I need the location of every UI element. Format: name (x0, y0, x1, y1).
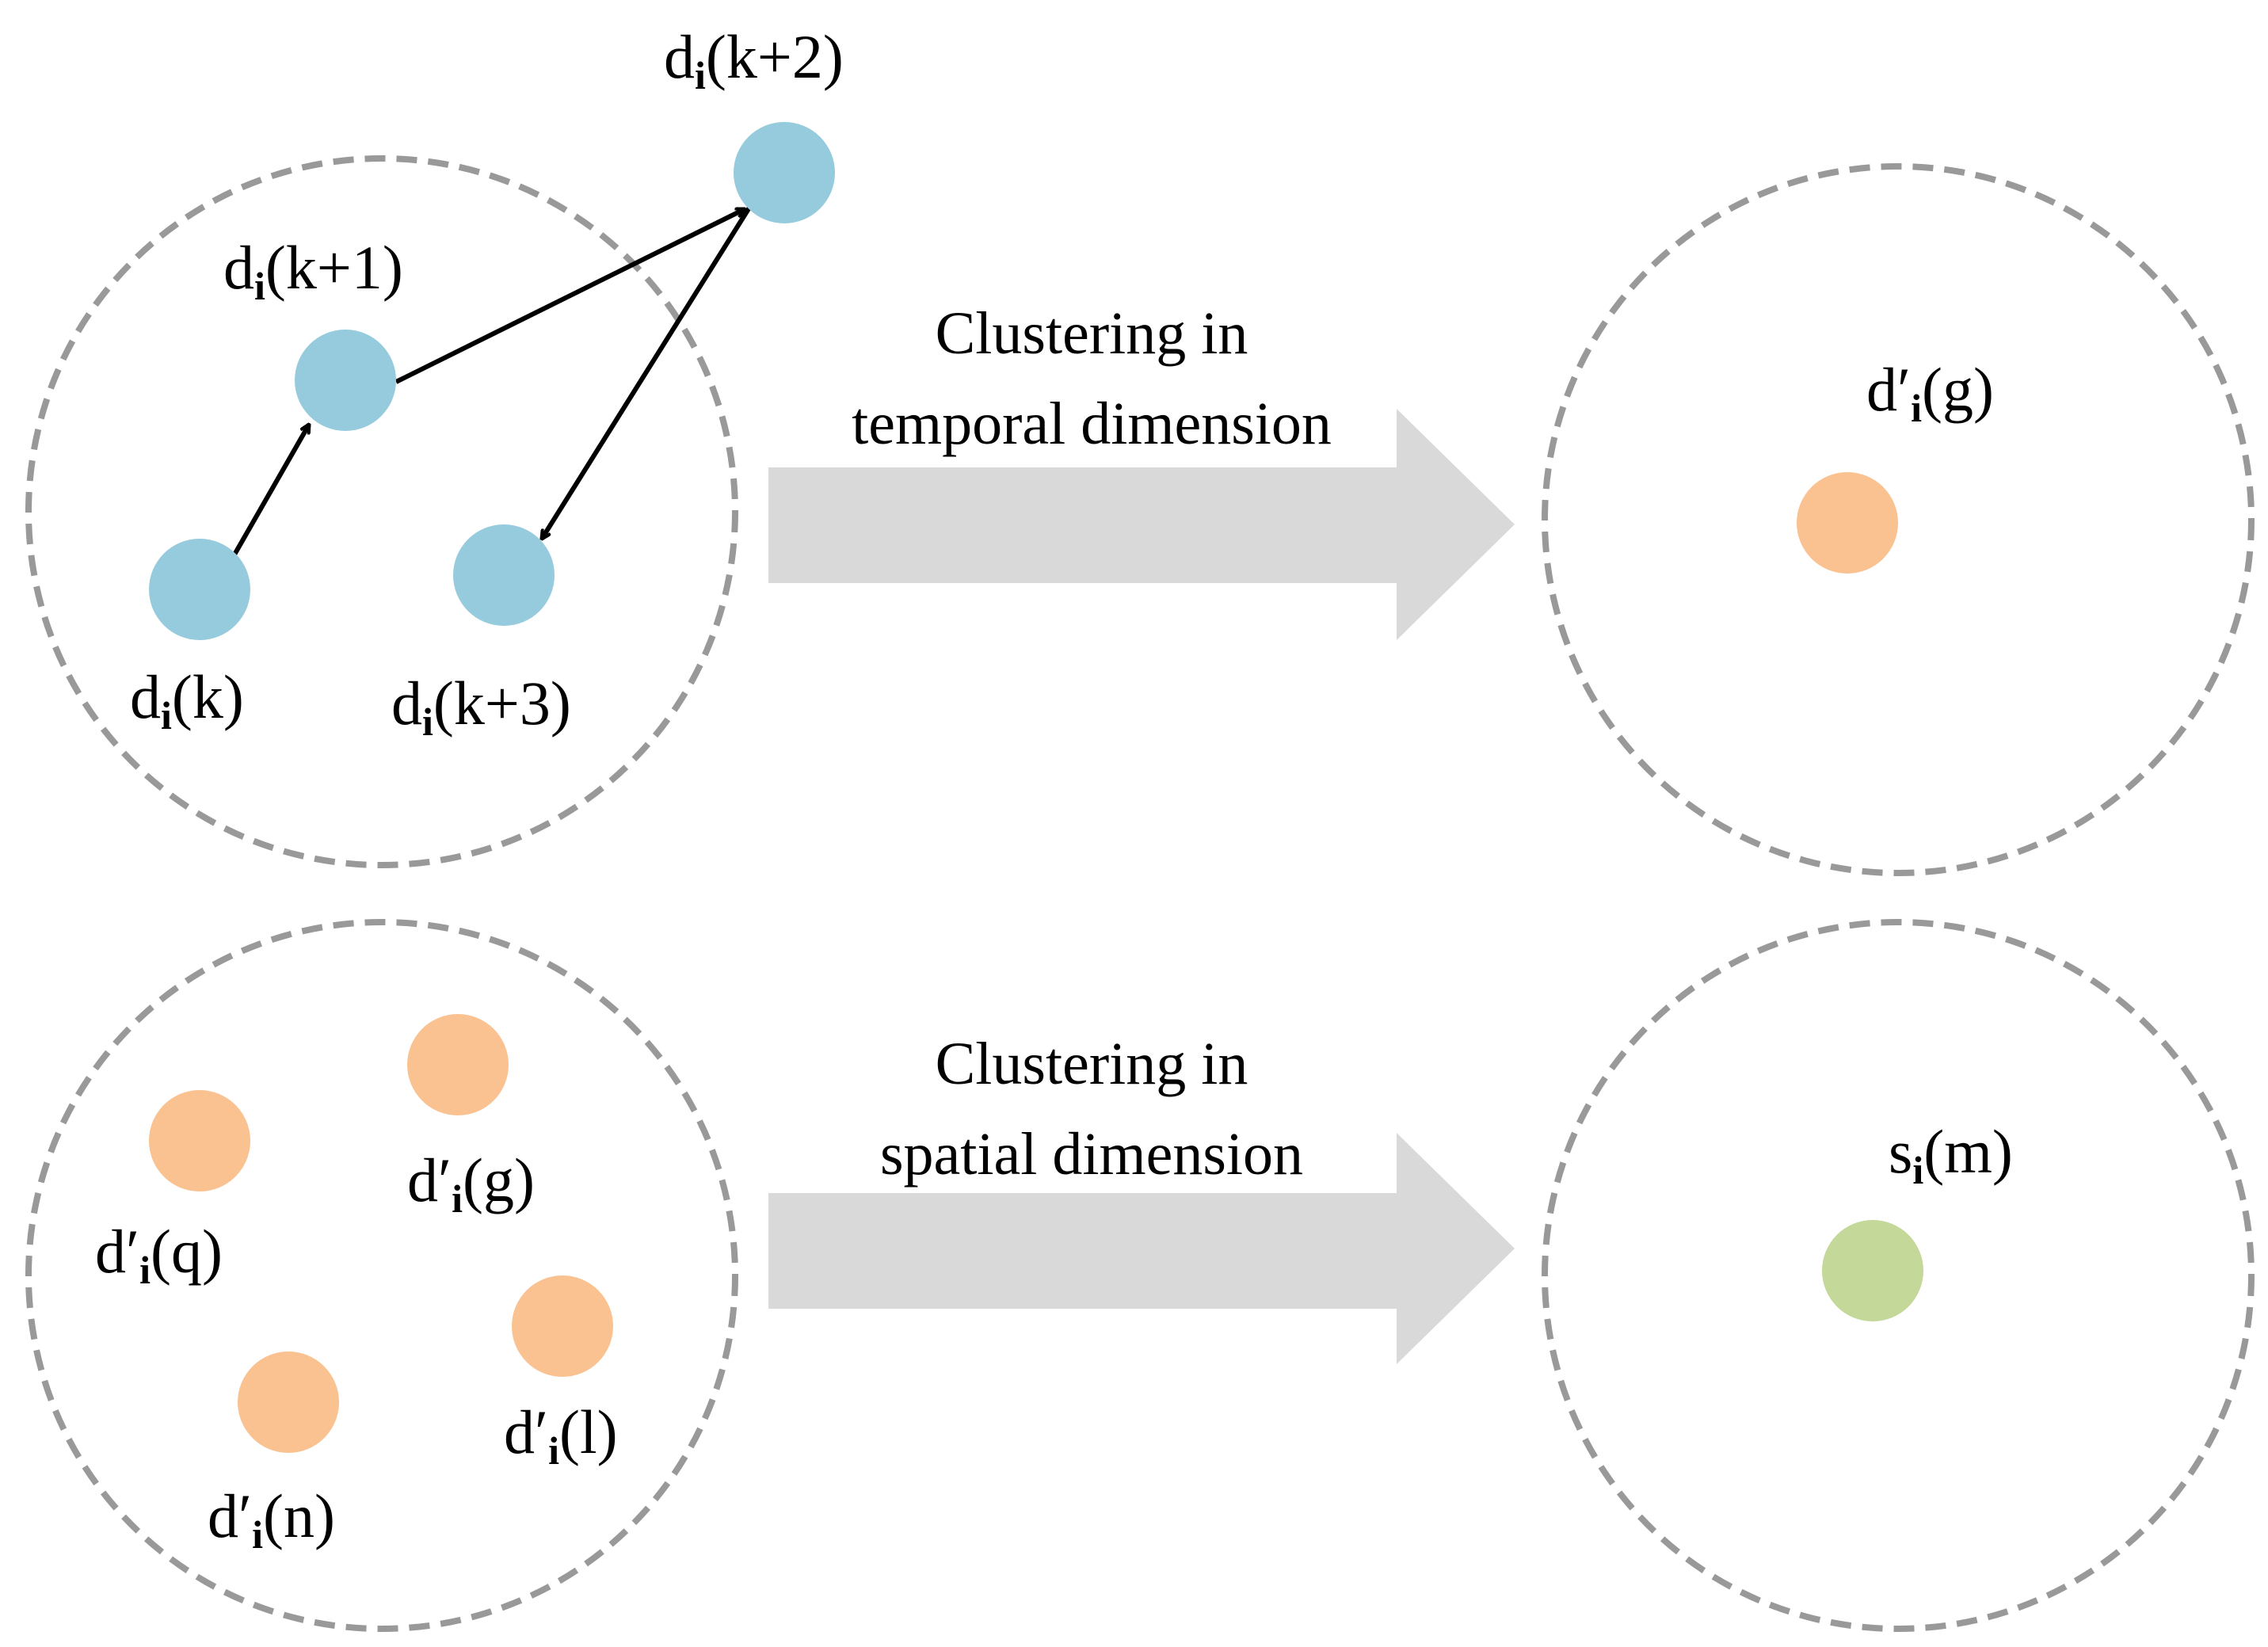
label-dprime-q: d′i(q) (95, 1217, 223, 1292)
temporal-group-circle (25, 155, 738, 868)
label-di-k2: di(k+2) (664, 22, 844, 97)
label-di-k: di(k) (130, 662, 244, 738)
spatial-clustering-arrow (768, 1133, 1515, 1364)
label-dprime-n: d′i(n) (208, 1481, 335, 1557)
edge-k1-to-k2 (395, 207, 745, 384)
node-di-k2 (734, 122, 835, 223)
node-dprime-l (512, 1275, 613, 1377)
node-di-k (149, 539, 250, 640)
spatial-caption-line2: spatial dimension (880, 1121, 1303, 1188)
label-dprime-g: d′i(g) (407, 1146, 535, 1221)
label-di-k1: di(k+1) (223, 233, 403, 308)
spatial-caption-line1: Clustering in (936, 1031, 1248, 1097)
node-di-k1 (295, 330, 396, 431)
edge-k2-to-k3 (542, 206, 752, 539)
node-dprime-g (407, 1014, 509, 1115)
label-dprime-l: d′i(l) (504, 1397, 618, 1473)
node-dprime-g-result (1797, 472, 1898, 574)
label-dprime-g-result: d′i(g) (1866, 355, 1994, 430)
node-di-k3 (453, 524, 555, 626)
temporal-caption-line2: temporal dimension (852, 391, 1332, 457)
temporal-caption-line1: Clustering in (936, 300, 1248, 367)
label-di-k3: di(k+3) (391, 669, 571, 744)
label-si-m: si(m) (1889, 1117, 2013, 1192)
temporal-result-circle (1542, 163, 2255, 876)
temporal-clustering-arrow (768, 409, 1515, 640)
spatial-result-circle (1542, 919, 2255, 1632)
node-dprime-n (238, 1352, 339, 1453)
node-si-m (1822, 1220, 1923, 1321)
edge-k-to-k1 (232, 425, 309, 556)
node-dprime-q (149, 1090, 250, 1191)
spatial-group-circle (25, 919, 738, 1632)
